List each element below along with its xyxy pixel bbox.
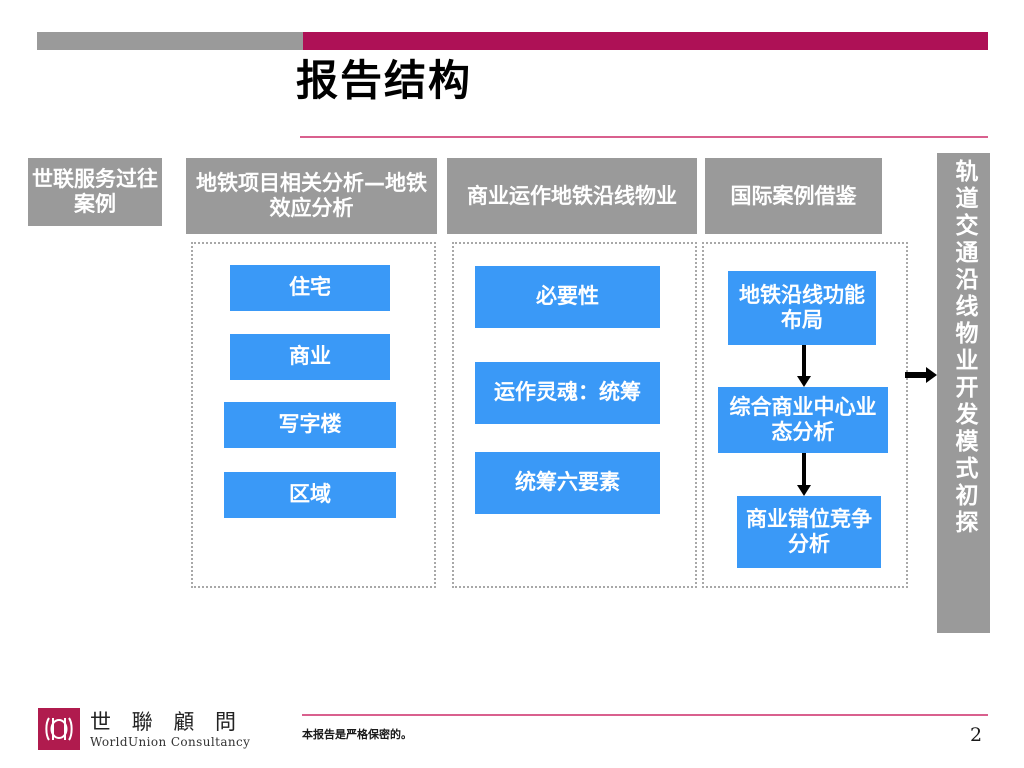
item-box-retail-mix-analysis[interactable]: 综合商业中心业态分析 [718,387,888,453]
category-header-1[interactable]: 世联服务过往案例 [28,158,162,226]
category-header-2[interactable]: 地铁项目相关分析—地铁效应分析 [186,158,437,234]
footer-rule [302,714,988,716]
flow-arrow-right-to-banner [905,367,937,383]
vertical-banner-label: 轨道交通沿线物业开发模式初探 [951,159,977,537]
group-container-4 [702,242,908,588]
logo-text-cn: 世 聯 顧 問 [90,710,244,734]
arrow-head [926,367,937,383]
group-container-3 [452,242,697,588]
item-box-six-elements[interactable]: 统筹六要素 [475,452,660,514]
arrow-stem [905,372,926,378]
flow-arrow-down-2 [797,453,811,496]
header-bar-gray [37,32,303,50]
header-bar-magenta [303,32,988,50]
page-number: 2 [969,724,983,746]
item-box-office[interactable]: 写字楼 [224,402,396,448]
item-box-operating-soul[interactable]: 运作灵魂：统筹 [475,362,660,424]
item-box-necessity[interactable]: 必要性 [475,266,660,328]
page-title: 报告结构 [296,56,473,105]
arrow-head [797,376,811,387]
flow-arrow-down-1 [797,345,811,387]
item-box-differentiated-competition[interactable]: 商业错位竞争分析 [737,496,881,568]
arrow-head [797,485,811,496]
item-box-residential[interactable]: 住宅 [230,265,390,311]
category-header-4[interactable]: 国际案例借鉴 [705,158,882,234]
vertical-conclusion-banner[interactable]: 轨道交通沿线物业开发模式初探 [937,153,990,633]
item-box-metro-function-layout[interactable]: 地铁沿线功能布局 [728,271,876,345]
item-box-district[interactable]: 区域 [224,472,396,518]
category-header-3[interactable]: 商业运作地铁沿线物业 [447,158,697,234]
item-box-commercial[interactable]: 商业 [230,334,390,380]
worldunion-logo-icon [38,708,80,750]
arrow-stem [802,345,806,376]
logo-text-en: WorldUnion Consultancy [90,735,251,749]
title-underline-rule [300,136,988,138]
confidential-note: 本报告是严格保密的。 [302,728,412,741]
group-container-2 [191,242,436,588]
arrow-stem [802,453,806,485]
